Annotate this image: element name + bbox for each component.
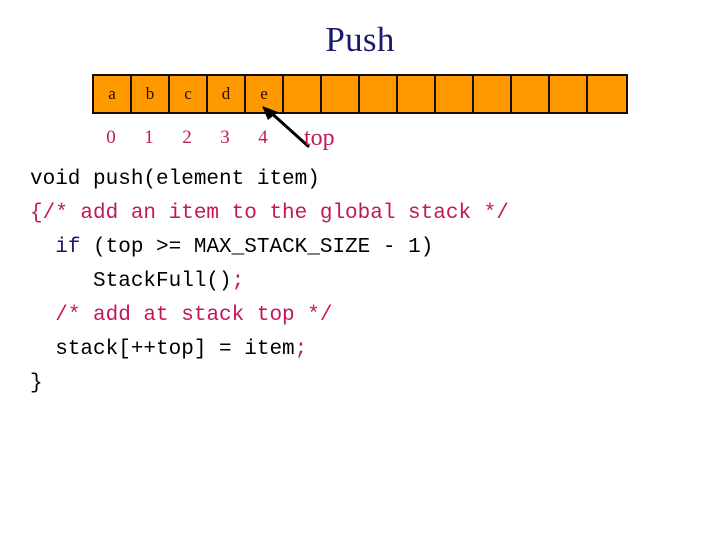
code-line-0: void push(element item) <box>30 163 690 197</box>
stack-cell-1: b <box>132 76 170 112</box>
page-title: Push <box>325 20 395 59</box>
top-pointer-label: top <box>304 125 335 151</box>
stack-index-1: 1 <box>144 127 154 148</box>
code-token-3-1: ; <box>231 270 245 293</box>
code-line-3: StackFull(); <box>30 265 690 299</box>
stack-cell-8 <box>398 76 436 112</box>
stack-cell-12 <box>550 76 588 112</box>
stack-cell-3: d <box>208 76 246 112</box>
code-token-0-0: void push(element item) <box>30 168 320 191</box>
code-block: void push(element item) {/* add an item t… <box>30 163 690 401</box>
stack-cell-4: e <box>246 76 284 112</box>
code-indent <box>30 236 55 259</box>
code-token-5-0: stack[++top] = item <box>55 338 295 361</box>
stack-index-4: 4 <box>258 127 268 148</box>
top-pointer-arrow <box>262 106 310 148</box>
code-token-4-0: /* add at stack top */ <box>55 304 333 327</box>
code-line-6: } <box>30 367 690 401</box>
code-token-2-1: (top >= MAX_STACK_SIZE - 1) <box>80 236 434 259</box>
code-token-3-0: StackFull() <box>93 270 232 293</box>
code-line-5: stack[++top] = item; <box>30 333 690 367</box>
code-line-4: /* add at stack top */ <box>30 299 690 333</box>
stack-index-2: 2 <box>182 127 192 148</box>
code-indent <box>30 270 93 293</box>
code-indent <box>30 338 55 361</box>
code-token-6-0: } <box>30 372 43 395</box>
stack-cell-11 <box>512 76 550 112</box>
stack-cell-5 <box>284 76 322 112</box>
code-line-1: {/* add an item to the global stack */ <box>30 197 690 231</box>
stack-index-0: 0 <box>106 127 116 148</box>
stack-cell-7 <box>360 76 398 112</box>
stack-index-3: 3 <box>220 127 230 148</box>
stack-cell-9 <box>436 76 474 112</box>
code-token-2-0: if <box>55 236 81 259</box>
stack-cell-10 <box>474 76 512 112</box>
stack-cell-6 <box>322 76 360 112</box>
code-indent <box>30 304 55 327</box>
code-token-5-1: ; <box>294 338 308 361</box>
stack-cell-0: a <box>94 76 132 112</box>
code-line-2: if (top >= MAX_STACK_SIZE - 1) <box>30 231 690 265</box>
stack-cell-13 <box>588 76 626 112</box>
code-token-1-0: {/* add an item to the global stack */ <box>30 202 509 225</box>
stack-cell-2: c <box>170 76 208 112</box>
